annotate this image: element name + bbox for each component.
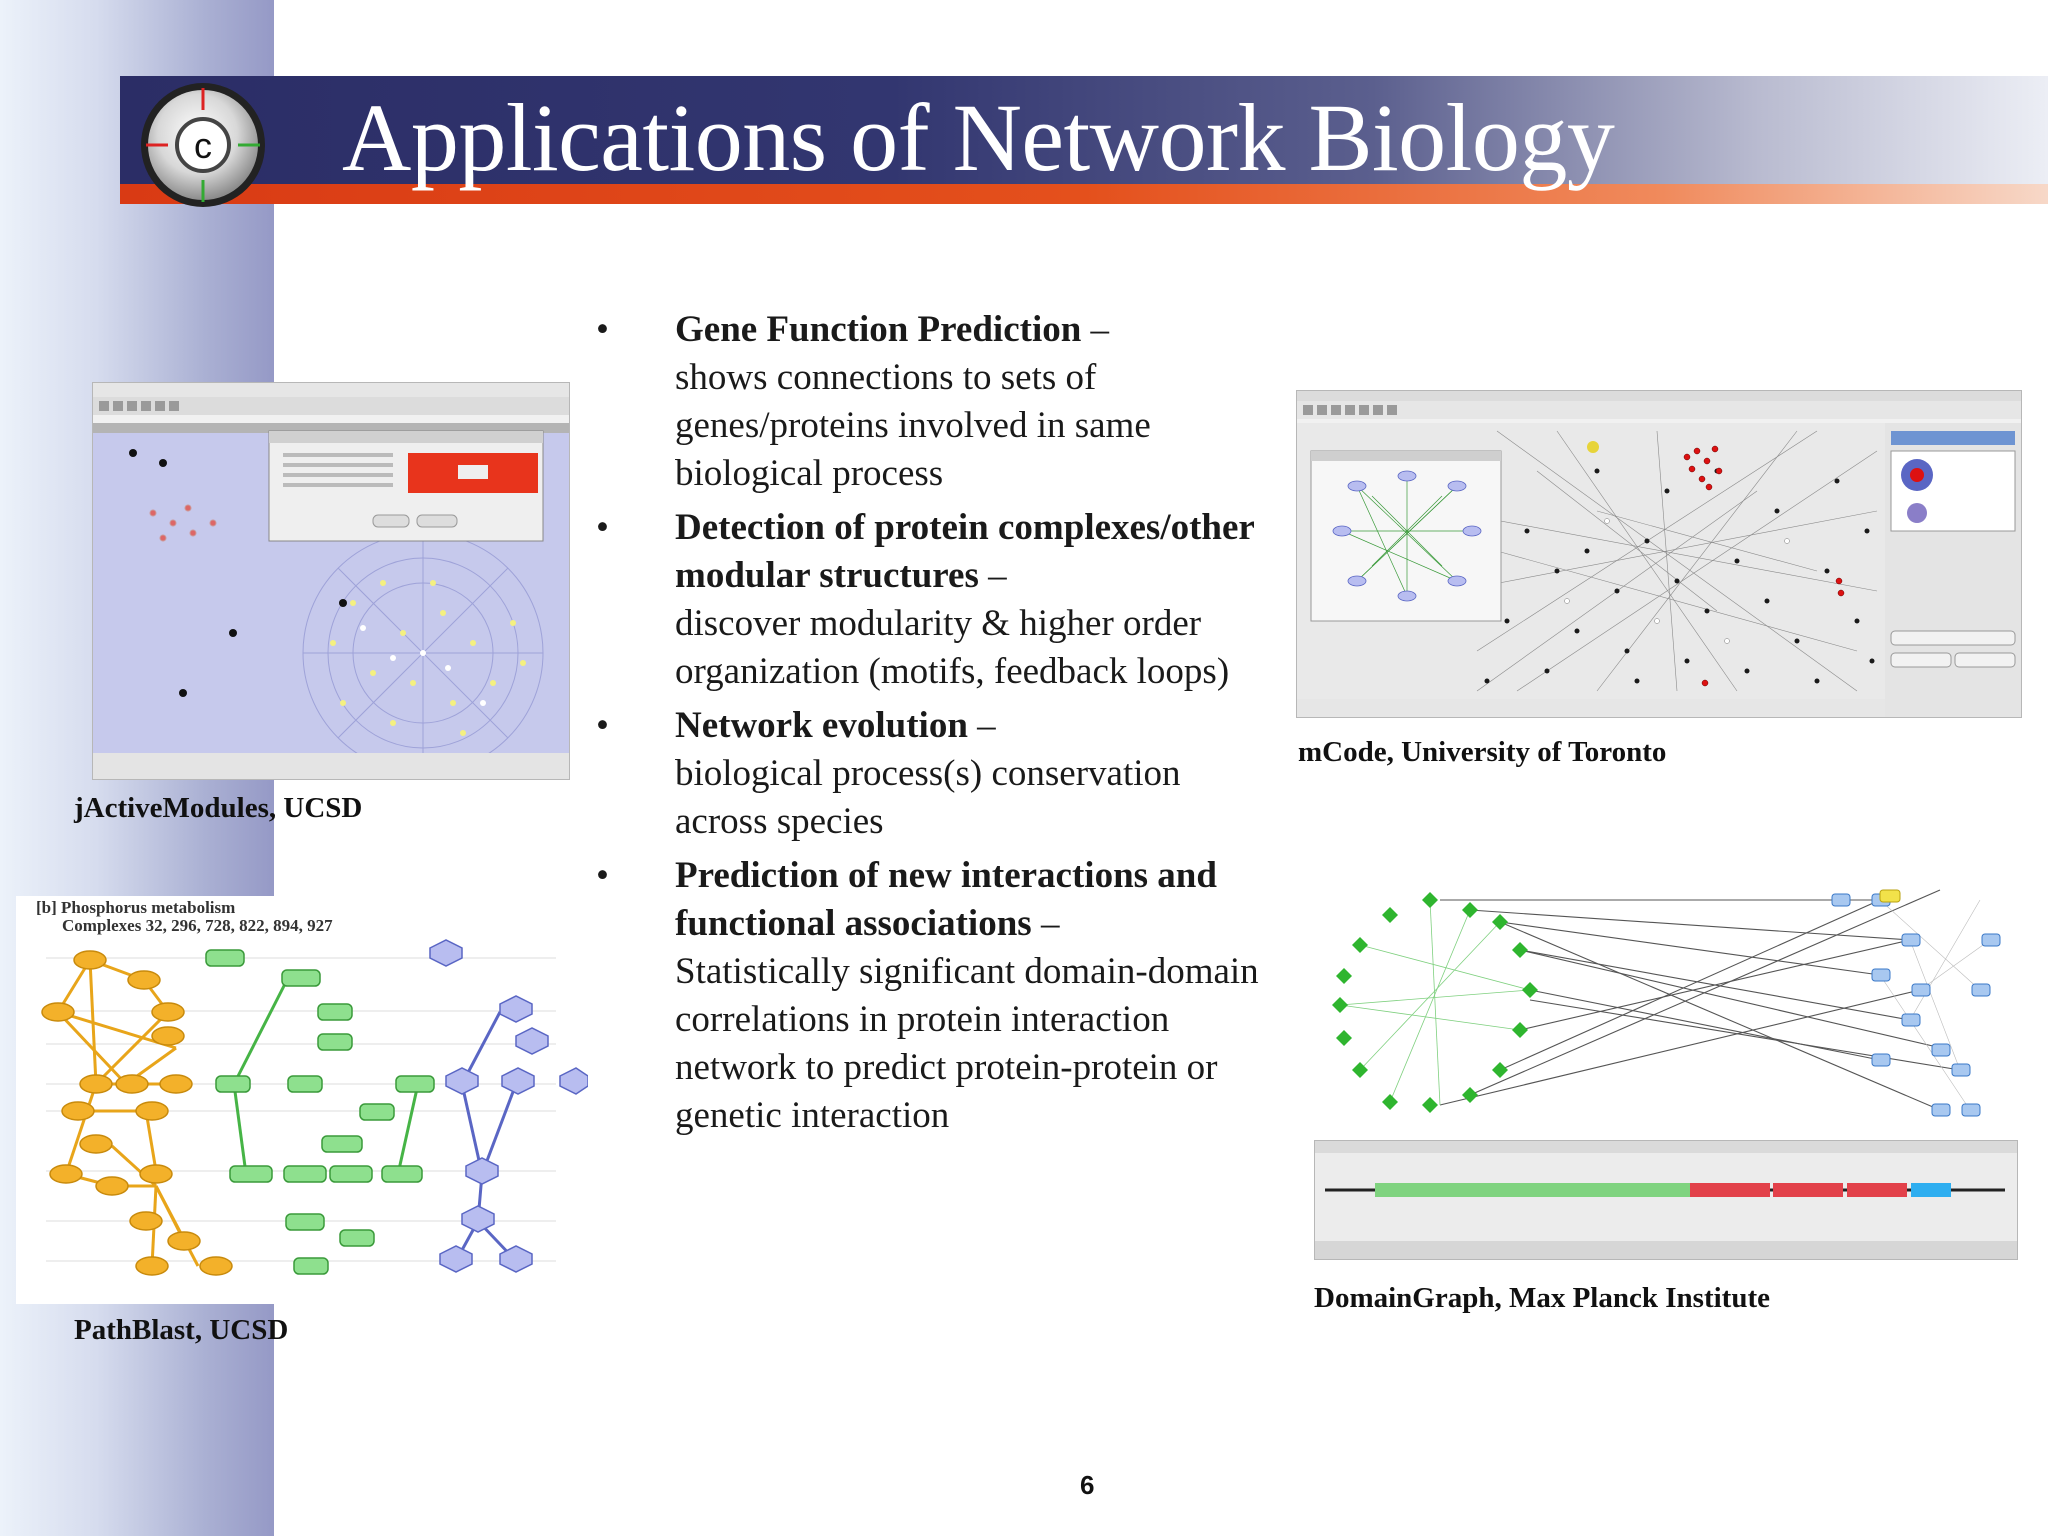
bullet-marker: • <box>596 705 609 746</box>
bullet-body: discover modularity & higher order organ… <box>675 603 1230 692</box>
bullet-heading: Gene Function Prediction <box>675 309 1082 350</box>
bullet-heading: Detection of protein complexes/other mod… <box>675 507 1255 596</box>
bullet-heading: Prediction of new interactions and funct… <box>675 855 1217 944</box>
bullet-body: shows connections to sets of genes/prote… <box>675 357 1151 494</box>
domaingraph-network-figure <box>1320 880 2010 1130</box>
bullet-separator: – <box>978 555 1007 596</box>
bullet-heading: Network evolution <box>675 705 968 746</box>
bullet-complex-detection: • Detection of protein complexes/other mo… <box>590 504 1270 696</box>
caption-jactivemodules: jActiveModules, UCSD <box>74 792 363 824</box>
pathblast-figure: [b] Phosphorus metabolism Complexes 32, … <box>16 896 588 1304</box>
bullet-list: • Gene Function Prediction – shows connect… <box>590 306 1270 1146</box>
pathblast-figure-label: [b] Phosphorus metabolism <box>36 898 236 917</box>
title-accent-stripe <box>120 184 2048 204</box>
jactivemodules-screenshot <box>92 382 570 780</box>
caption-pathblast: PathBlast, UCSD <box>74 1314 289 1346</box>
svg-text:c: c <box>194 125 212 166</box>
slide-title: Applications of Network Biology <box>342 84 1615 191</box>
bullet-marker: • <box>596 309 609 350</box>
bullet-body: Statistically significant domain-domain … <box>675 951 1259 1136</box>
caption-mcode: mCode, University of Toronto <box>1298 736 1667 768</box>
bullet-separator: – <box>1081 309 1110 350</box>
bullet-marker: • <box>596 855 609 896</box>
domaingraph-domain-view <box>1314 1140 2018 1260</box>
title-bar <box>120 76 2048 204</box>
bullet-network-evolution: • Network evolution – biological process(… <box>590 702 1270 846</box>
pathblast-figure-sublabel: Complexes 32, 296, 728, 822, 894, 927 <box>62 916 333 935</box>
bullet-interaction-prediction: • Prediction of new interactions and func… <box>590 852 1270 1140</box>
bullet-separator: – <box>1031 903 1060 944</box>
cytoscape-c-logo-icon: c <box>141 83 265 207</box>
page-number: 6 <box>1080 1470 1095 1500</box>
bullet-body: biological process(s) conservation acros… <box>675 753 1181 842</box>
mcode-screenshot <box>1296 390 2022 718</box>
bullet-gene-function: • Gene Function Prediction – shows connect… <box>590 306 1270 498</box>
bullet-marker: • <box>596 507 609 548</box>
bullet-separator: – <box>967 705 996 746</box>
caption-domaingraph: DomainGraph, Max Planck Institute <box>1314 1282 1770 1314</box>
